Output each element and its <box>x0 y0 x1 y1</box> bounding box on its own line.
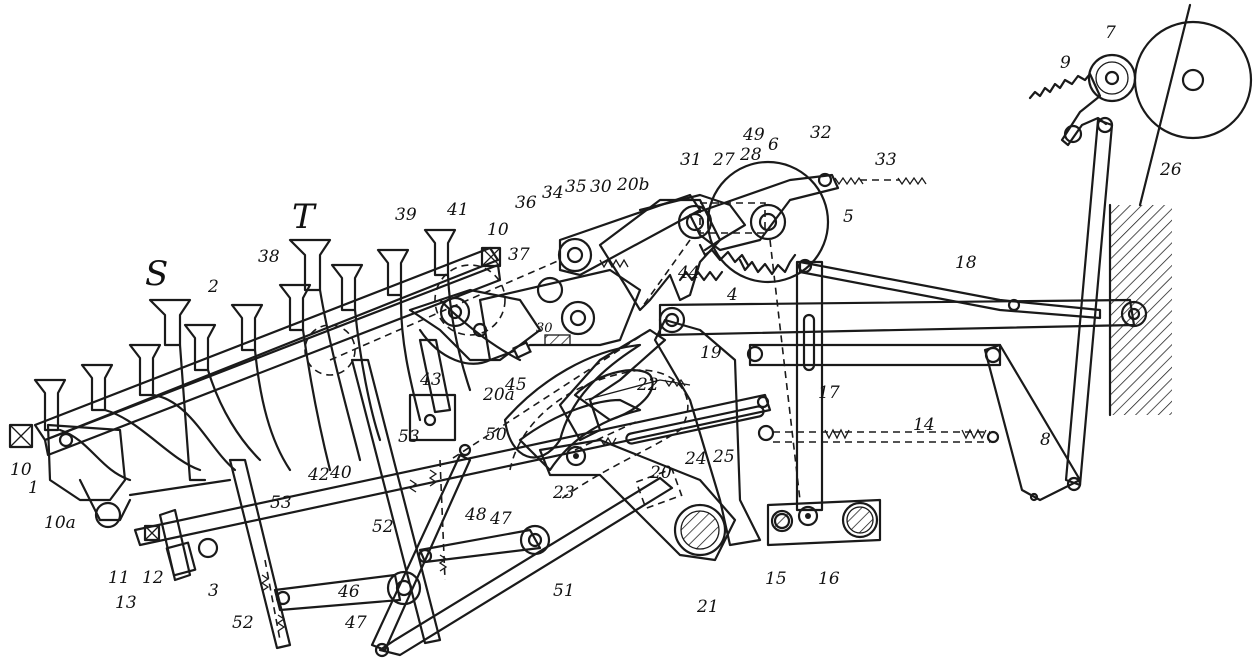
label-3: 3 <box>208 581 219 601</box>
label-S: S <box>145 254 168 294</box>
labels: S T 1 2 3 4 5 6 7 8 9 10 10 10a 11 12 13… <box>10 23 1182 633</box>
bar-51 <box>374 467 683 658</box>
spring-14 <box>757 424 1000 444</box>
spring-33 <box>834 176 927 186</box>
label-30-block: 30 <box>536 321 553 336</box>
label-5: 5 <box>843 207 854 227</box>
key-rail <box>8 246 502 457</box>
label-8: 8 <box>1040 430 1051 450</box>
label-39: 39 <box>395 205 417 225</box>
label-20a: 20a <box>482 385 515 405</box>
label-38: 38 <box>258 247 280 267</box>
label-14: 14 <box>913 415 935 435</box>
label-19: 19 <box>700 343 722 363</box>
label-49: 49 <box>742 125 765 145</box>
label-34: 34 <box>542 183 564 203</box>
label-48: 48 <box>464 505 487 525</box>
bars-46-47-48 <box>273 443 551 652</box>
lever-8 <box>1064 118 1114 487</box>
label-41: 41 <box>446 200 469 220</box>
rods-3-52 <box>228 338 452 650</box>
label-2: 2 <box>207 277 219 297</box>
label-25: 25 <box>712 447 735 467</box>
lever-19 <box>653 318 762 547</box>
label-47: 47 <box>489 509 512 529</box>
paper-line <box>1138 3 1192 207</box>
label-53: 53 <box>270 493 292 513</box>
label-11: 11 <box>108 568 130 588</box>
label-37: 37 <box>508 245 530 265</box>
label-10: 10 <box>10 460 32 480</box>
label-44: 44 <box>677 263 700 283</box>
label-50: 50 <box>485 425 507 445</box>
label-52: 52 <box>372 517 394 537</box>
label-31: 31 <box>680 150 702 170</box>
label-32: 32 <box>810 123 832 143</box>
label-27: 27 <box>712 150 735 170</box>
block-30 <box>545 335 570 345</box>
gear-sector <box>1028 72 1108 147</box>
key-stems <box>58 273 472 482</box>
label-7: 7 <box>1105 23 1116 43</box>
label-13: 13 <box>115 593 137 613</box>
cam-20a <box>503 343 689 501</box>
label-1: 1 <box>28 478 39 498</box>
label-45: 45 <box>504 375 527 395</box>
label-10a: 10a <box>44 513 76 533</box>
label-26: 26 <box>1159 160 1182 180</box>
label-42: 42 <box>307 465 330 485</box>
label-10-top: 10 <box>487 220 509 240</box>
block-43 <box>408 393 457 442</box>
label-21: 21 <box>696 597 719 617</box>
rocker-20 <box>538 438 737 562</box>
label-6: 6 <box>768 135 779 155</box>
label-4: 4 <box>726 285 738 305</box>
platen-roller <box>1133 20 1253 140</box>
label-40: 40 <box>329 463 352 483</box>
label-53-block: 53 <box>398 427 420 447</box>
shafts-15-16 <box>766 498 882 547</box>
lever-10 <box>46 423 232 582</box>
lever-36 <box>478 193 702 362</box>
label-15: 15 <box>765 569 787 589</box>
label-51: 51 <box>553 581 575 601</box>
label-17: 17 <box>818 383 840 403</box>
pinion-gear <box>1087 53 1137 103</box>
label-24: 24 <box>684 449 707 469</box>
label-35: 35 <box>565 177 587 197</box>
label-52-lower: 52 <box>232 613 254 633</box>
bar-24-25 <box>133 393 772 547</box>
label-20b: 20b <box>616 175 650 195</box>
label-28: 28 <box>739 145 762 165</box>
label-46: 46 <box>337 582 360 602</box>
label-30: 30 <box>590 177 612 197</box>
label-33: 33 <box>875 150 897 170</box>
label-43: 43 <box>419 370 442 390</box>
label-36: 36 <box>515 193 537 213</box>
label-9: 9 <box>1060 53 1071 73</box>
label-18: 18 <box>955 253 977 273</box>
label-T: T <box>292 197 317 237</box>
frame-wall <box>1110 205 1172 415</box>
label-47-lower: 47 <box>344 613 367 633</box>
label-12: 12 <box>142 568 164 588</box>
label-23: 23 <box>552 483 575 503</box>
label-16: 16 <box>818 569 840 589</box>
label-20: 20 <box>649 463 672 483</box>
label-22: 22 <box>636 375 659 395</box>
